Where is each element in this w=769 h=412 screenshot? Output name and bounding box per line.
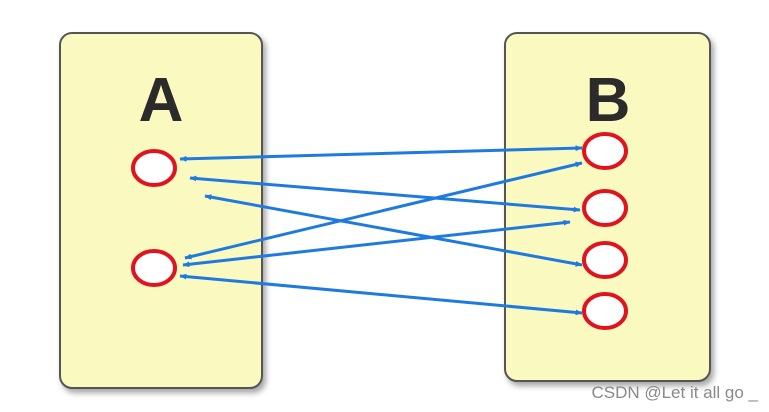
nodes-a: [131, 149, 177, 287]
node-a1: [131, 149, 177, 187]
arrow-a2-b4: [179, 273, 583, 316]
nodes-b: [582, 132, 628, 330]
box-b-label: B: [586, 66, 631, 135]
node-a2: [131, 249, 177, 287]
box-a: A: [59, 32, 263, 389]
arrows-group: [179, 145, 583, 316]
box-a-label: A: [139, 66, 184, 135]
arrow-a2-b2: [182, 219, 571, 268]
watermark-text: CSDN @Let it all go _: [591, 383, 758, 402]
node-b2: [582, 189, 628, 227]
node-b4: [582, 292, 628, 330]
node-b1: [582, 132, 628, 170]
arrow-a1-b1: [179, 145, 583, 162]
node-b3: [582, 241, 628, 279]
